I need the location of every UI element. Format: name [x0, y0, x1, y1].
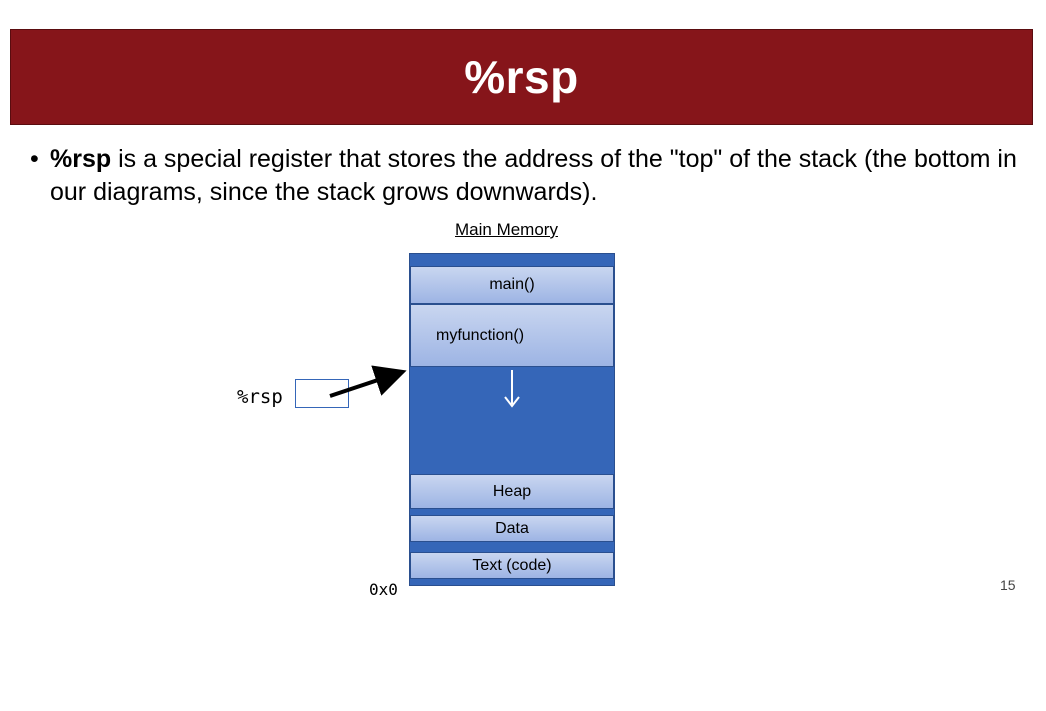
segment-main: main(): [410, 266, 614, 304]
stack-growth-arrow: [504, 370, 520, 408]
segment-text: Text (code): [410, 552, 614, 579]
segment-heap: Heap: [410, 474, 614, 509]
bullet-dot: •: [30, 145, 39, 173]
memory-label: Main Memory: [455, 220, 558, 239]
register-label: %rsp: [237, 386, 283, 408]
pointer-arrow: [329, 365, 407, 398]
bullet-point: • %rsp is a special register that stores…: [30, 143, 1020, 209]
address-zero-label: 0x0: [369, 580, 398, 599]
bullet-rest: is a special register that stores the ad…: [50, 145, 1017, 206]
bullet-bold-term: %rsp: [50, 145, 112, 173]
segment-myfunction: myfunction(): [410, 304, 614, 367]
main-memory-block: main() myfunction() Heap Data Text (code…: [409, 253, 615, 586]
page-number: 15: [1000, 577, 1016, 593]
segment-data: Data: [410, 515, 614, 542]
title-bar: %rsp: [10, 29, 1033, 125]
bullet-text: %rsp is a special register that stores t…: [50, 143, 1020, 209]
slide-title: %rsp: [464, 51, 579, 103]
